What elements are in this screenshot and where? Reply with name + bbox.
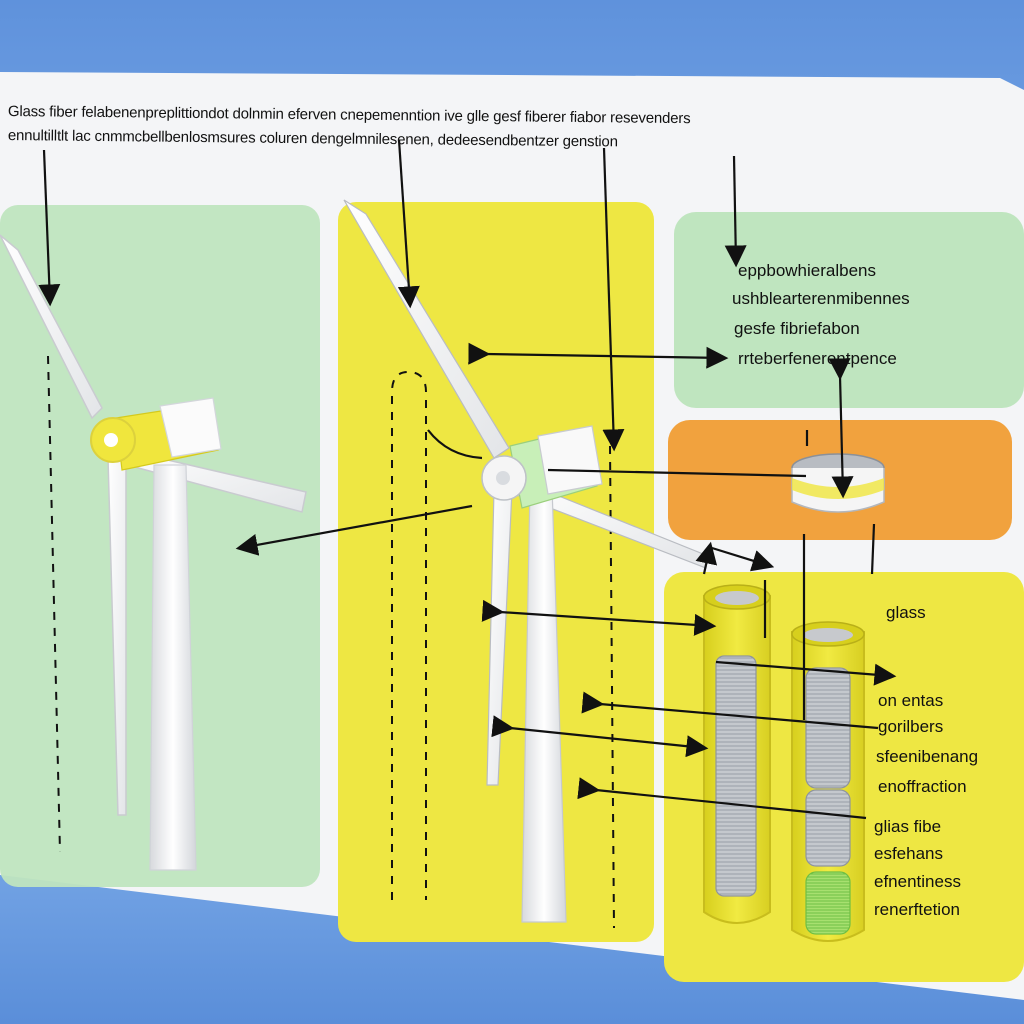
fiber-tube-left-top-core bbox=[715, 591, 759, 605]
tube-right-connector-2 bbox=[870, 523, 876, 575]
fiber-tube-right-fiber-core bbox=[805, 667, 851, 789]
left-blade-top bbox=[0, 234, 103, 420]
fiber-tube-right bbox=[791, 621, 865, 942]
arrow-tower-to-left-tube bbox=[481, 599, 717, 636]
leader-top-left bbox=[38, 149, 61, 307]
arrow-tube-mid-2 bbox=[581, 691, 879, 730]
center-nacelle-top bbox=[537, 425, 603, 495]
center-dashed-loop bbox=[391, 370, 427, 900]
left-dashed-guide bbox=[47, 355, 61, 853]
fiber-tube-right-green-core bbox=[805, 871, 851, 935]
center-blade-top bbox=[343, 199, 510, 459]
fiber-tube-left bbox=[703, 584, 771, 924]
leader-top-center bbox=[397, 139, 420, 309]
callout-lines bbox=[38, 139, 897, 820]
fiber-ring-icon bbox=[791, 453, 885, 513]
fiber-tube-left-fiber-core bbox=[715, 655, 757, 897]
arrow-tube-mid-3 bbox=[491, 715, 709, 758]
arrow-panel-to-ring bbox=[828, 358, 854, 499]
hub-connector-loop bbox=[427, 429, 483, 460]
left-tower bbox=[149, 464, 197, 871]
fiber-tube-right-fiber-core-2 bbox=[805, 789, 851, 867]
left-turbine bbox=[0, 234, 307, 871]
arrow-hub-to-left-panel bbox=[235, 504, 473, 556]
arrow-tube-bottom bbox=[577, 777, 867, 820]
arrow-nacelle-to-ring bbox=[547, 468, 807, 478]
fiber-tube-right-top-core bbox=[803, 628, 853, 642]
arrow-blade-to-tube-a bbox=[695, 541, 718, 575]
center-hub-core bbox=[496, 471, 510, 485]
leader-top-panel bbox=[724, 155, 747, 268]
arrow-blade-to-tube-b bbox=[711, 546, 775, 572]
left-hub-center bbox=[104, 433, 118, 447]
left-nacelle-white bbox=[159, 397, 222, 458]
top-right-green-panel bbox=[674, 212, 1024, 408]
arrow-blade-to-panel bbox=[468, 342, 729, 369]
leader-top-tower bbox=[602, 147, 625, 452]
center-turbine bbox=[343, 199, 709, 929]
